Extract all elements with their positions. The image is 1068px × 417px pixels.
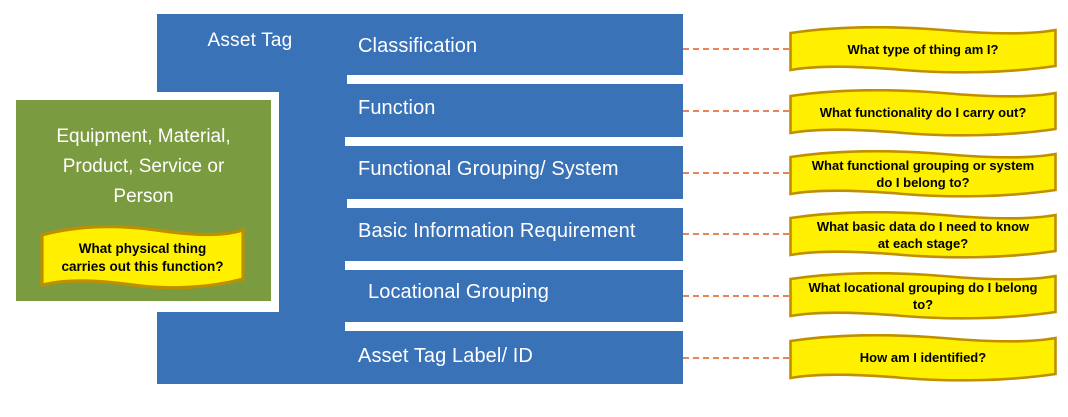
connector-line — [683, 172, 789, 174]
wave-shape-icon — [789, 211, 1057, 259]
wave-shape-icon — [40, 225, 245, 290]
wave-shape-icon — [789, 26, 1057, 74]
wave-shape-icon — [789, 334, 1057, 382]
bar-separator — [347, 199, 683, 208]
row-label-functional-grouping-system: Functional Grouping/ System — [358, 158, 619, 180]
connector-line — [683, 233, 789, 235]
callout-function: What functionality do I carry out? — [788, 89, 1058, 137]
callout-asset-tag-label-id: How am I identified? — [788, 334, 1058, 382]
callout-text: What type of thing am I? — [847, 42, 999, 57]
connector-line — [683, 295, 789, 297]
row-label-classification: Classification — [358, 35, 478, 57]
wave-shape-icon — [789, 150, 1057, 198]
row-label-basic-information-requirement: Basic Information Requirement — [358, 220, 636, 242]
connector-line — [683, 110, 789, 112]
bar-separator — [345, 322, 683, 331]
row-label-asset-tag-label-id: Asset Tag Label/ ID — [358, 345, 533, 367]
callout-text: How am I identified? — [859, 350, 987, 365]
bar-separator — [347, 75, 683, 84]
asset-tag-title: Asset Tag — [207, 30, 293, 51]
bar-separator — [345, 261, 683, 270]
callout-text: What functionality do I carry out? — [819, 105, 1027, 120]
wave-shape-icon — [789, 89, 1057, 137]
connector-line — [683, 48, 789, 50]
connector-line — [683, 357, 789, 359]
bar-separator — [345, 137, 683, 146]
row-label-function: Function — [358, 97, 436, 119]
row-label-locational-grouping: Locational Grouping — [368, 281, 549, 303]
callout-classification: What type of thing am I? — [788, 26, 1058, 74]
wave-shape-icon — [789, 272, 1057, 320]
